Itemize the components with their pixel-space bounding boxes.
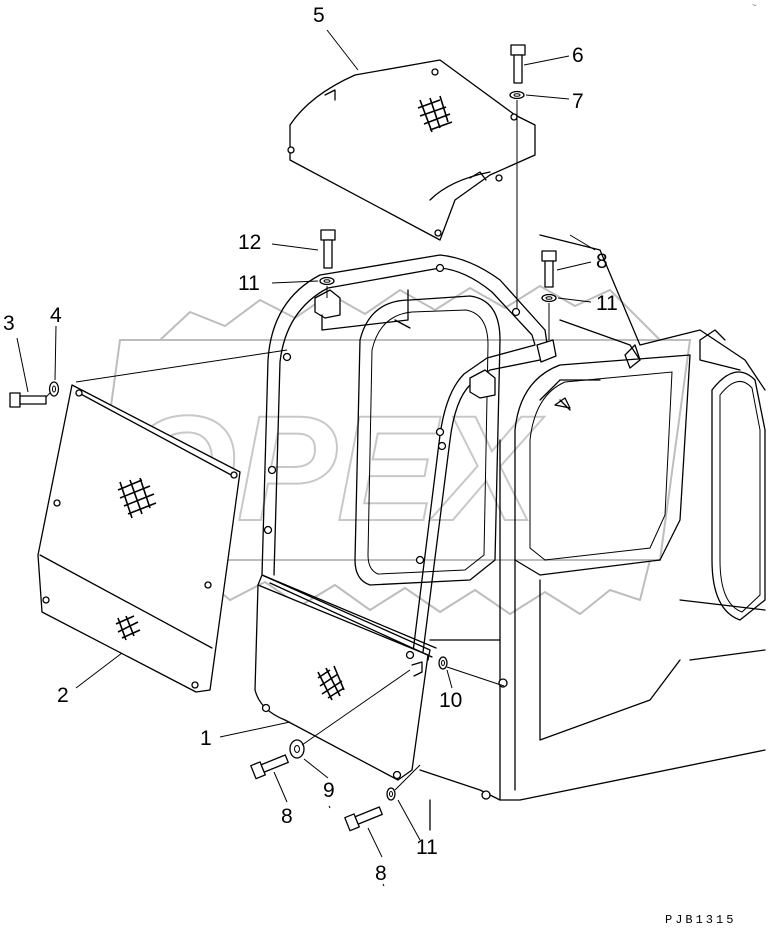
callout-11: 11 — [416, 836, 438, 859]
drawing-code: PJB1315 — [665, 913, 736, 927]
top-guard-panel — [287, 59, 536, 241]
callout-6: 6 — [572, 44, 584, 67]
bolt-8 — [541, 250, 557, 288]
callout-11: 11 — [238, 272, 260, 295]
callout-2: 2 — [57, 684, 69, 707]
washer-11 — [541, 293, 557, 303]
washer-11 — [386, 787, 396, 801]
bolt-8 — [250, 754, 289, 780]
callout-8: 8 — [375, 862, 387, 885]
callout-8: 8 — [281, 805, 293, 828]
callouts: 5 6 7 12 11 8 11 3 4 2 1 9 8 10 11 8 — [3, 4, 618, 885]
washer-4 — [48, 381, 60, 397]
leader-lines — [16, 29, 596, 858]
corner-mark: ~ — [752, 1, 757, 10]
bolt-8 — [344, 806, 383, 832]
side-guard-panel — [37, 384, 241, 693]
washer-11 — [319, 276, 335, 286]
callout-8: 8 — [596, 250, 608, 273]
mesh-pattern — [417, 95, 453, 133]
hardware — [9, 44, 557, 832]
callout-12: 12 — [238, 231, 261, 254]
bolt-6 — [510, 44, 526, 84]
assembly-lines — [45, 100, 550, 791]
washer-7 — [509, 90, 525, 100]
callout-1: 1 — [200, 727, 212, 750]
mesh-pattern — [317, 665, 345, 701]
mesh-pattern — [117, 477, 157, 519]
callout-3: 3 — [3, 312, 15, 335]
cab-body — [354, 234, 766, 831]
mesh-pattern — [115, 615, 141, 641]
cab-guard-frame — [254, 254, 557, 781]
washer-10 — [438, 656, 448, 670]
bolt-12 — [320, 229, 336, 269]
callout-9: 9 — [323, 779, 335, 802]
callout-4: 4 — [50, 304, 62, 327]
callout-10: 10 — [439, 689, 462, 712]
spacer-washer-9 — [289, 739, 305, 759]
callout-11: 11 — [596, 292, 618, 315]
callout-5: 5 — [313, 4, 325, 27]
bolt-3 — [9, 392, 47, 408]
callout-7: 7 — [572, 90, 584, 113]
